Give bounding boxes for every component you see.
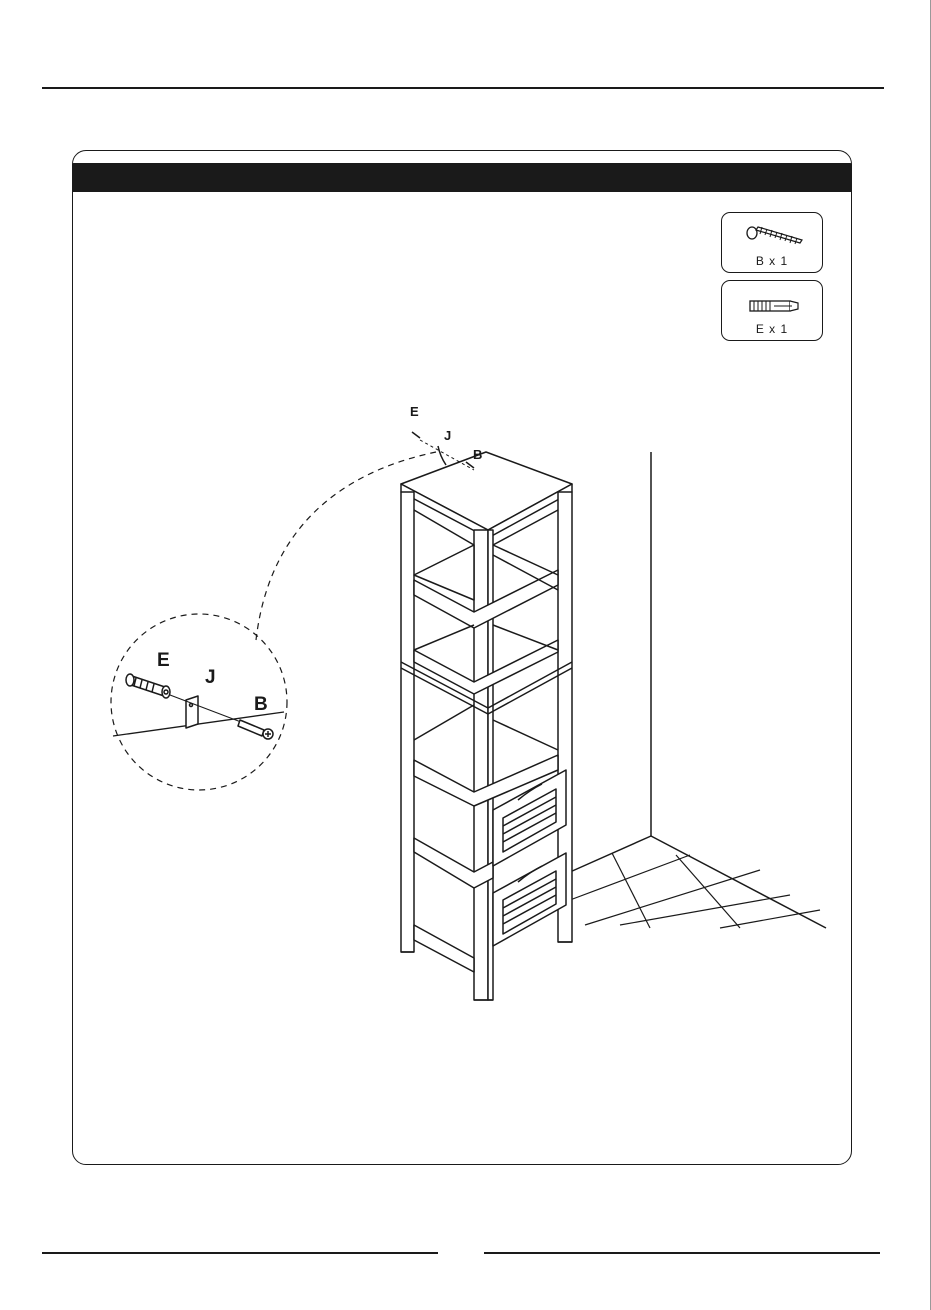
top-label-b: B (473, 447, 482, 462)
cabinet-post-front (474, 530, 488, 1000)
detail-label-j: J (205, 667, 216, 689)
drawer-lower (493, 853, 566, 946)
detail-screw-icon (238, 720, 273, 739)
cabinet-post-left (401, 492, 414, 952)
detail-bracket-icon (186, 696, 198, 728)
detail-anchor-icon (126, 674, 170, 698)
top-label-j: J (444, 428, 451, 443)
footer-rule-right (484, 1252, 880, 1254)
cabinet-top (401, 452, 572, 530)
top-label-e: E (410, 404, 419, 419)
floor-tiles (570, 853, 820, 928)
top-anchor-mark (412, 432, 420, 438)
top-bracket-mark (438, 446, 446, 465)
detail-label-e: E (157, 650, 170, 672)
shelf-bottom (414, 925, 474, 972)
wall-floor-line (570, 836, 651, 872)
detail-label-b: B (254, 694, 268, 716)
footer-rule-left (42, 1252, 438, 1254)
